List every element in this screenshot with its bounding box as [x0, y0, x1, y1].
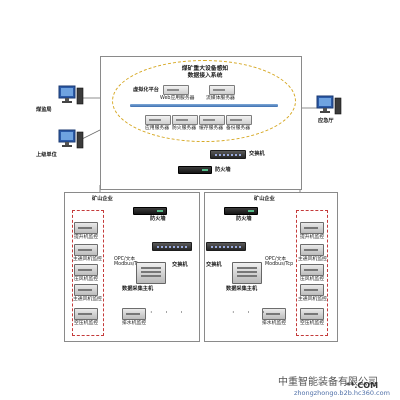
monitor-gateway — [122, 308, 146, 320]
streaming-server-label: 流媒体服务器 — [206, 96, 235, 101]
watermark-stamp: **.COM — [346, 381, 379, 390]
enterprise-left-protocol: OPC/文本 Modbus/Tcp — [114, 257, 143, 267]
enterprise-right-switch-label: 交换机 — [206, 262, 222, 268]
backup-server-label: 备份服务器 — [226, 126, 250, 131]
cloud-title: 煤矿重大设备感知 数据接入系统 — [181, 66, 229, 79]
enterprise-right-firewall-label: 防火墙 — [236, 216, 252, 222]
application-server — [145, 115, 171, 125]
enterprise-right-dashed-group — [296, 210, 328, 336]
enterprise-left-firewall-label: 防火墙 — [150, 216, 166, 222]
web-app-server-label: Web应用服务器 — [160, 96, 195, 101]
monitor-gateway — [74, 308, 98, 320]
node-label: 提升机监控 — [74, 235, 98, 240]
node-label: 空压机监控 — [300, 321, 324, 326]
node-label: 主通风机监控 — [73, 257, 102, 262]
enterprise-right-switch — [206, 242, 246, 251]
cache-server — [199, 115, 225, 125]
central-firewall-label: 防火墙 — [215, 167, 231, 173]
enterprise-right-data-host — [232, 262, 262, 284]
central-switch — [210, 150, 246, 159]
enterprise-left-firewall — [133, 207, 167, 215]
monitor-gateway — [300, 222, 324, 234]
firewall-server — [172, 115, 198, 125]
enterprise-left-switch — [152, 242, 192, 251]
monitor-gateway — [74, 222, 98, 234]
computer-icon — [58, 85, 84, 105]
enterprise-right-title: 矿山企业 — [254, 196, 275, 202]
central-firewall — [178, 166, 212, 174]
enterprise-left-dashed-group — [72, 210, 104, 336]
firewall-server-label: 防火服务器 — [172, 126, 196, 131]
more-nodes-dots: · · · — [150, 308, 188, 317]
emergency-label: 应急厅 — [318, 118, 334, 124]
regulator-label: 煤监局 — [36, 107, 52, 113]
monitor-gateway — [74, 244, 98, 256]
enterprise-left-switch-label: 交换机 — [172, 262, 188, 268]
enterprise-left-data-host — [136, 262, 166, 284]
computer-icon — [316, 95, 342, 115]
watermark-url: zhongzhongo.b2b.hc360.com — [294, 389, 390, 397]
node-label: 排水机监控 — [122, 321, 146, 326]
enterprise-left-host-label: 数据采集主机 — [122, 286, 154, 292]
monitor-gateway — [300, 308, 324, 320]
node-label: 主通风机监控 — [298, 257, 327, 262]
virtualization-bus — [130, 104, 278, 107]
node-label: 排水机监控 — [262, 321, 286, 326]
enterprise-left-title: 矿山企业 — [92, 196, 113, 202]
monitor-gateway — [300, 284, 324, 296]
monitor-gateway — [262, 308, 286, 320]
enterprise-right-host-label: 数据采集主机 — [226, 286, 258, 292]
node-label: 空压机监控 — [74, 321, 98, 326]
node-label: 提升机监控 — [300, 235, 324, 240]
web-app-server — [163, 85, 189, 95]
cache-server-label: 缓存服务器 — [199, 126, 223, 131]
enterprise-right-protocol: OPC/文本 Modbus/Tcp — [265, 257, 294, 267]
cloud-ellipse — [112, 60, 296, 142]
node-label: 主通风机监控 — [73, 297, 102, 302]
central-switch-label: 交换机 — [249, 151, 265, 157]
streaming-server — [209, 85, 235, 95]
superior-label: 上级单位 — [36, 152, 57, 158]
backup-server — [226, 115, 252, 125]
monitor-gateway — [74, 264, 98, 276]
monitor-gateway — [300, 264, 324, 276]
more-nodes-dots: · · · — [232, 308, 270, 317]
monitor-gateway — [74, 284, 98, 296]
application-server-label: 应用服务器 — [145, 126, 169, 131]
enterprise-right-firewall — [224, 207, 258, 215]
monitor-gateway — [300, 244, 324, 256]
node-label: 主通风机监控 — [298, 297, 327, 302]
virtual-platform-label: 虚拟化平台 — [133, 87, 159, 93]
computer-icon — [58, 129, 84, 149]
node-label: 压风机监控 — [74, 277, 98, 282]
watermark-company: 中重智能装备有限公司 — [278, 377, 378, 388]
node-label: 压风机监控 — [300, 277, 324, 282]
